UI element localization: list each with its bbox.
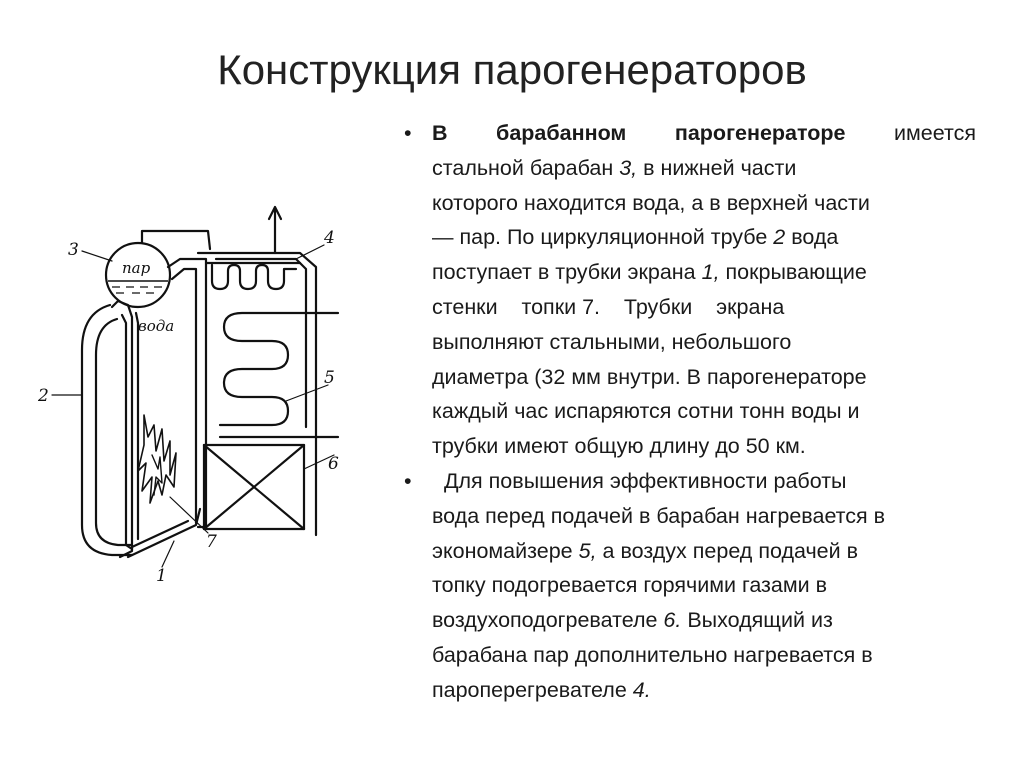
label-7: 7 (206, 532, 217, 552)
paragraph-drum-generator: • В барабанном парогенераторе имеется ст… (404, 116, 976, 464)
circulation-pipe-inner (94, 317, 134, 547)
bullet-marker: • (404, 121, 412, 145)
furnace-bottom (126, 507, 202, 559)
label-4: 4 (323, 228, 335, 248)
circulation-pipe-outer (80, 303, 134, 557)
drum-water-hatch (112, 286, 162, 294)
air-preheater-cross (202, 443, 306, 531)
superheater-coil (204, 261, 302, 291)
gas-duct-outer (196, 251, 318, 537)
leader-3 (81, 250, 113, 262)
paragraph-efficiency: • Для повышения эффективности работы вод… (404, 464, 976, 708)
bullet-marker: • (404, 468, 412, 493)
screen-tube-outer (110, 299, 134, 559)
label-6: 6 (328, 454, 339, 474)
flame-inner (151, 454, 163, 496)
screen-tube-inner (120, 313, 134, 551)
leader-4 (295, 244, 325, 260)
leader-1 (161, 540, 175, 568)
label-1: 1 (156, 566, 167, 586)
gas-duct-inner (214, 257, 308, 429)
leader-7 (169, 496, 209, 534)
slide-title: Конструкция парогенераторов (217, 46, 807, 93)
leader-6 (303, 454, 335, 470)
drum-connector-pipe (140, 229, 212, 251)
furnace-divider-inner (170, 267, 198, 525)
label-steam: пар (122, 259, 151, 277)
label-5: 5 (324, 368, 335, 388)
label-2: 2 (37, 386, 49, 406)
label-water: вода (138, 317, 174, 335)
furnace-left-wall (134, 311, 140, 541)
label-3: 3 (68, 240, 79, 260)
flame (137, 414, 177, 504)
leader-5 (285, 384, 329, 402)
air-preheater (202, 443, 306, 531)
drum (104, 241, 172, 309)
economizer-coil (218, 311, 340, 427)
steam-exit-pipe (267, 205, 283, 255)
description-text: • В барабанном парогенераторе имеется ст… (404, 116, 976, 708)
steam-generator-diagram: 3 4 5 6 2 7 1 пар вода (37, 205, 340, 586)
furnace-bottom-inner (130, 519, 190, 549)
